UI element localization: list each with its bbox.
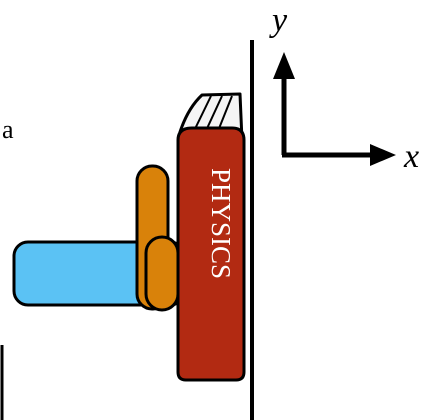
book-icon [176,92,246,382]
book-title: PHYSICS [206,168,230,280]
thumb-lower [144,235,180,312]
thumb-icon [135,164,180,312]
y-axis-label: y [272,2,288,39]
y-axis-arrowhead [273,52,295,79]
x-axis-label: x [404,138,420,175]
book-title-container: PHYSICS [182,144,230,362]
left-letter-label: a [2,115,14,144]
x-axis-arrowhead [370,144,396,166]
xy-axes-icon [273,52,396,166]
book-cover [176,126,246,382]
